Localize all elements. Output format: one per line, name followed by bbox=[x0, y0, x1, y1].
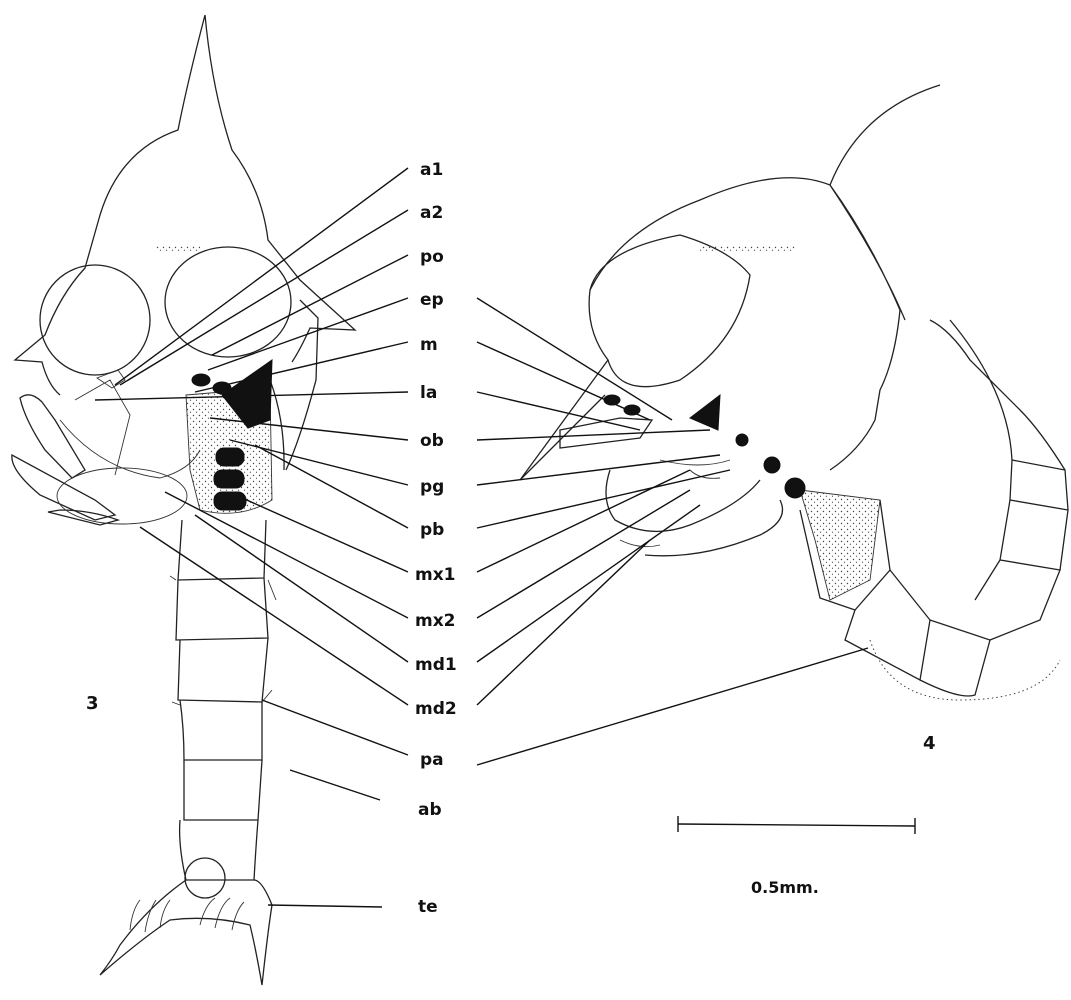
label-pb: pb bbox=[420, 520, 444, 540]
label-ab: ab bbox=[418, 800, 442, 820]
label-a2: a2 bbox=[420, 203, 443, 223]
fig3-eye-left bbox=[40, 265, 150, 375]
label-a1: a1 bbox=[420, 160, 443, 180]
figure-3-larva bbox=[12, 15, 355, 985]
fig4-dorsal-mark bbox=[700, 246, 795, 252]
figure-4-larva bbox=[520, 85, 1068, 700]
scale-bar: 0.5mm. bbox=[678, 816, 915, 897]
label-md1: md1 bbox=[415, 655, 457, 675]
fig3-mouthparts bbox=[12, 370, 200, 525]
figure-number-3: 3 bbox=[86, 693, 99, 714]
label-mx2: mx2 bbox=[415, 611, 456, 631]
fig3-abdomen bbox=[170, 520, 276, 880]
fig4-black-plate bbox=[690, 395, 720, 430]
fig3-lateral-spine bbox=[270, 300, 318, 470]
label-m: m bbox=[420, 335, 438, 355]
label-pg: pg bbox=[420, 477, 444, 497]
fig4-mouthparts bbox=[560, 418, 783, 556]
part-labels: a1 a2 po ep m la ob pg pb mx1 mx2 md1 md… bbox=[415, 160, 457, 917]
scale-bar-label: 0.5mm. bbox=[751, 878, 819, 897]
fig3-head-capsule bbox=[15, 15, 355, 395]
figure-number-4: 4 bbox=[923, 733, 936, 754]
label-md2: md2 bbox=[415, 699, 457, 719]
fig4-body-stipple bbox=[800, 490, 880, 600]
label-ob: ob bbox=[420, 431, 444, 451]
fig4-head-capsule bbox=[520, 85, 940, 480]
label-la: la bbox=[420, 383, 437, 403]
fig4-eye bbox=[590, 235, 750, 387]
label-ep: ep bbox=[420, 290, 444, 310]
label-po: po bbox=[420, 247, 444, 267]
label-mx1: mx1 bbox=[415, 565, 456, 585]
label-te: te bbox=[418, 897, 438, 917]
fig3-dorsal-mark bbox=[155, 246, 200, 252]
label-pa: pa bbox=[420, 750, 444, 770]
